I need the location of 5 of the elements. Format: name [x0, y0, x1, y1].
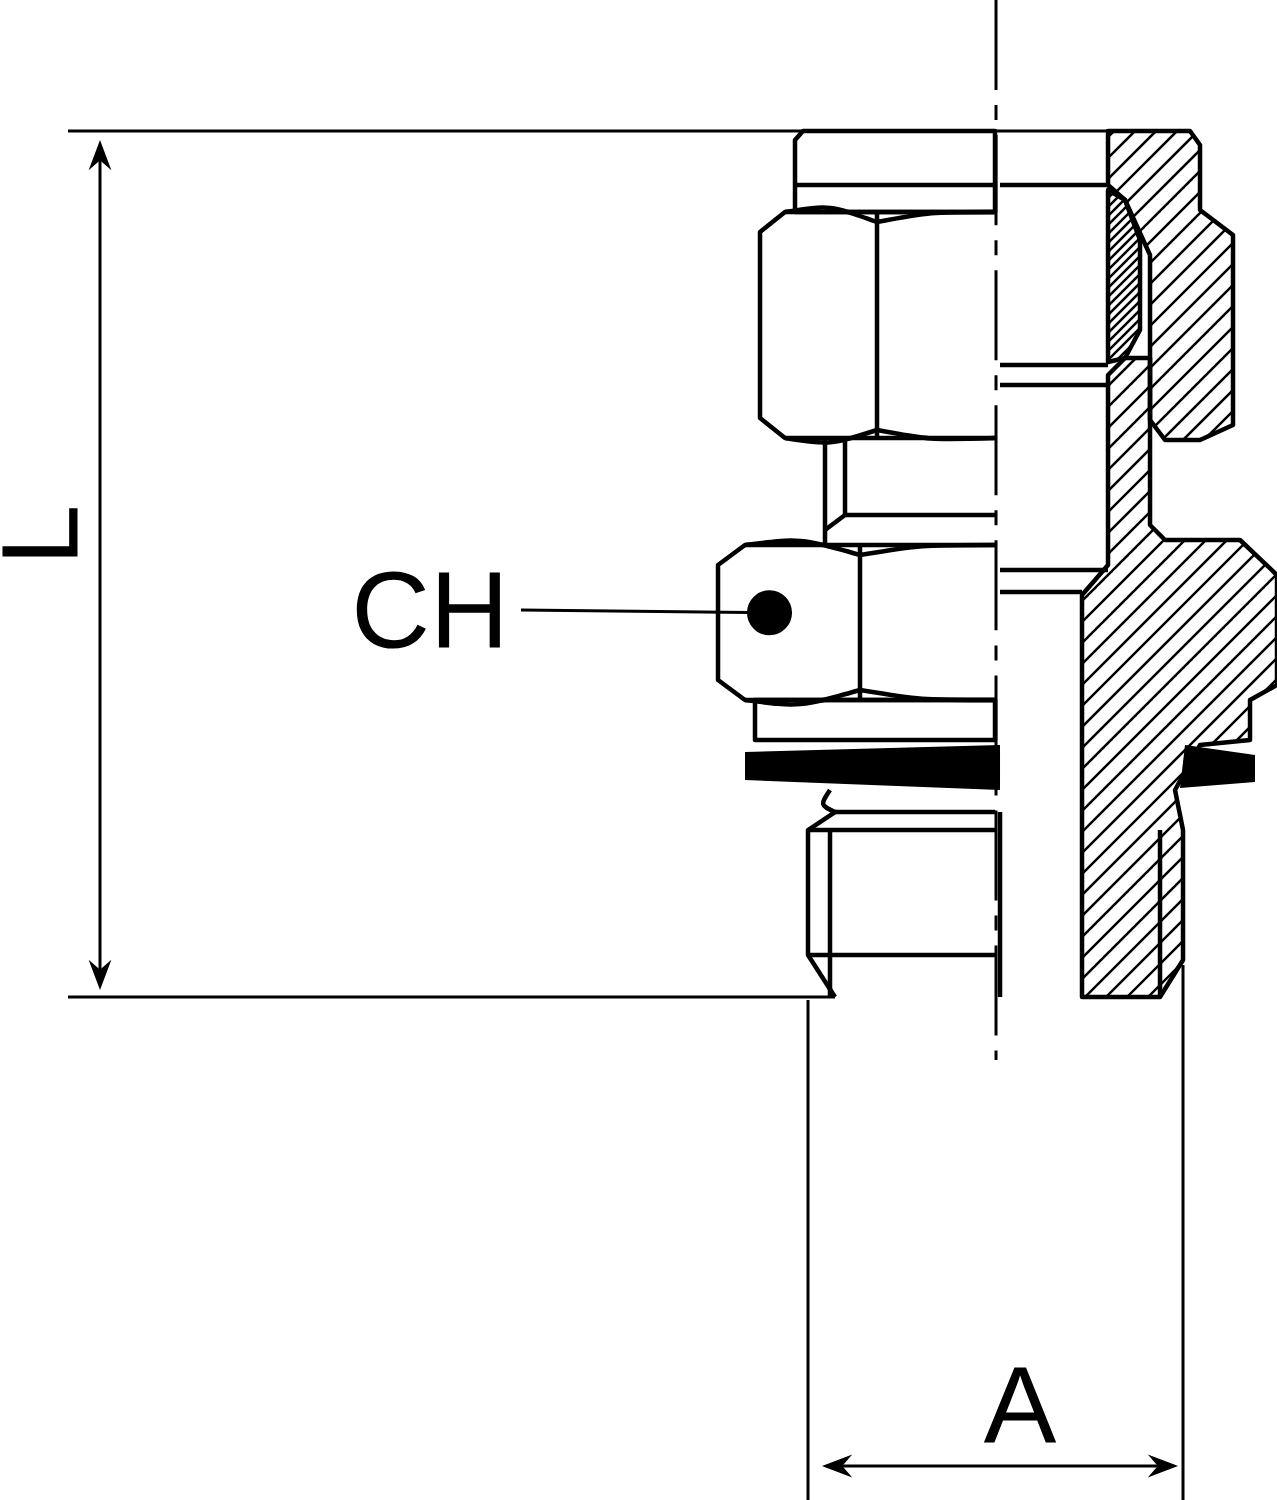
leader-line: [520, 590, 792, 636]
dimension-label: A: [983, 1367, 1057, 1443]
dimension-label: L: [2, 508, 78, 557]
hex-nut: [715, 538, 995, 707]
callout-label: CH: [356, 571, 500, 649]
